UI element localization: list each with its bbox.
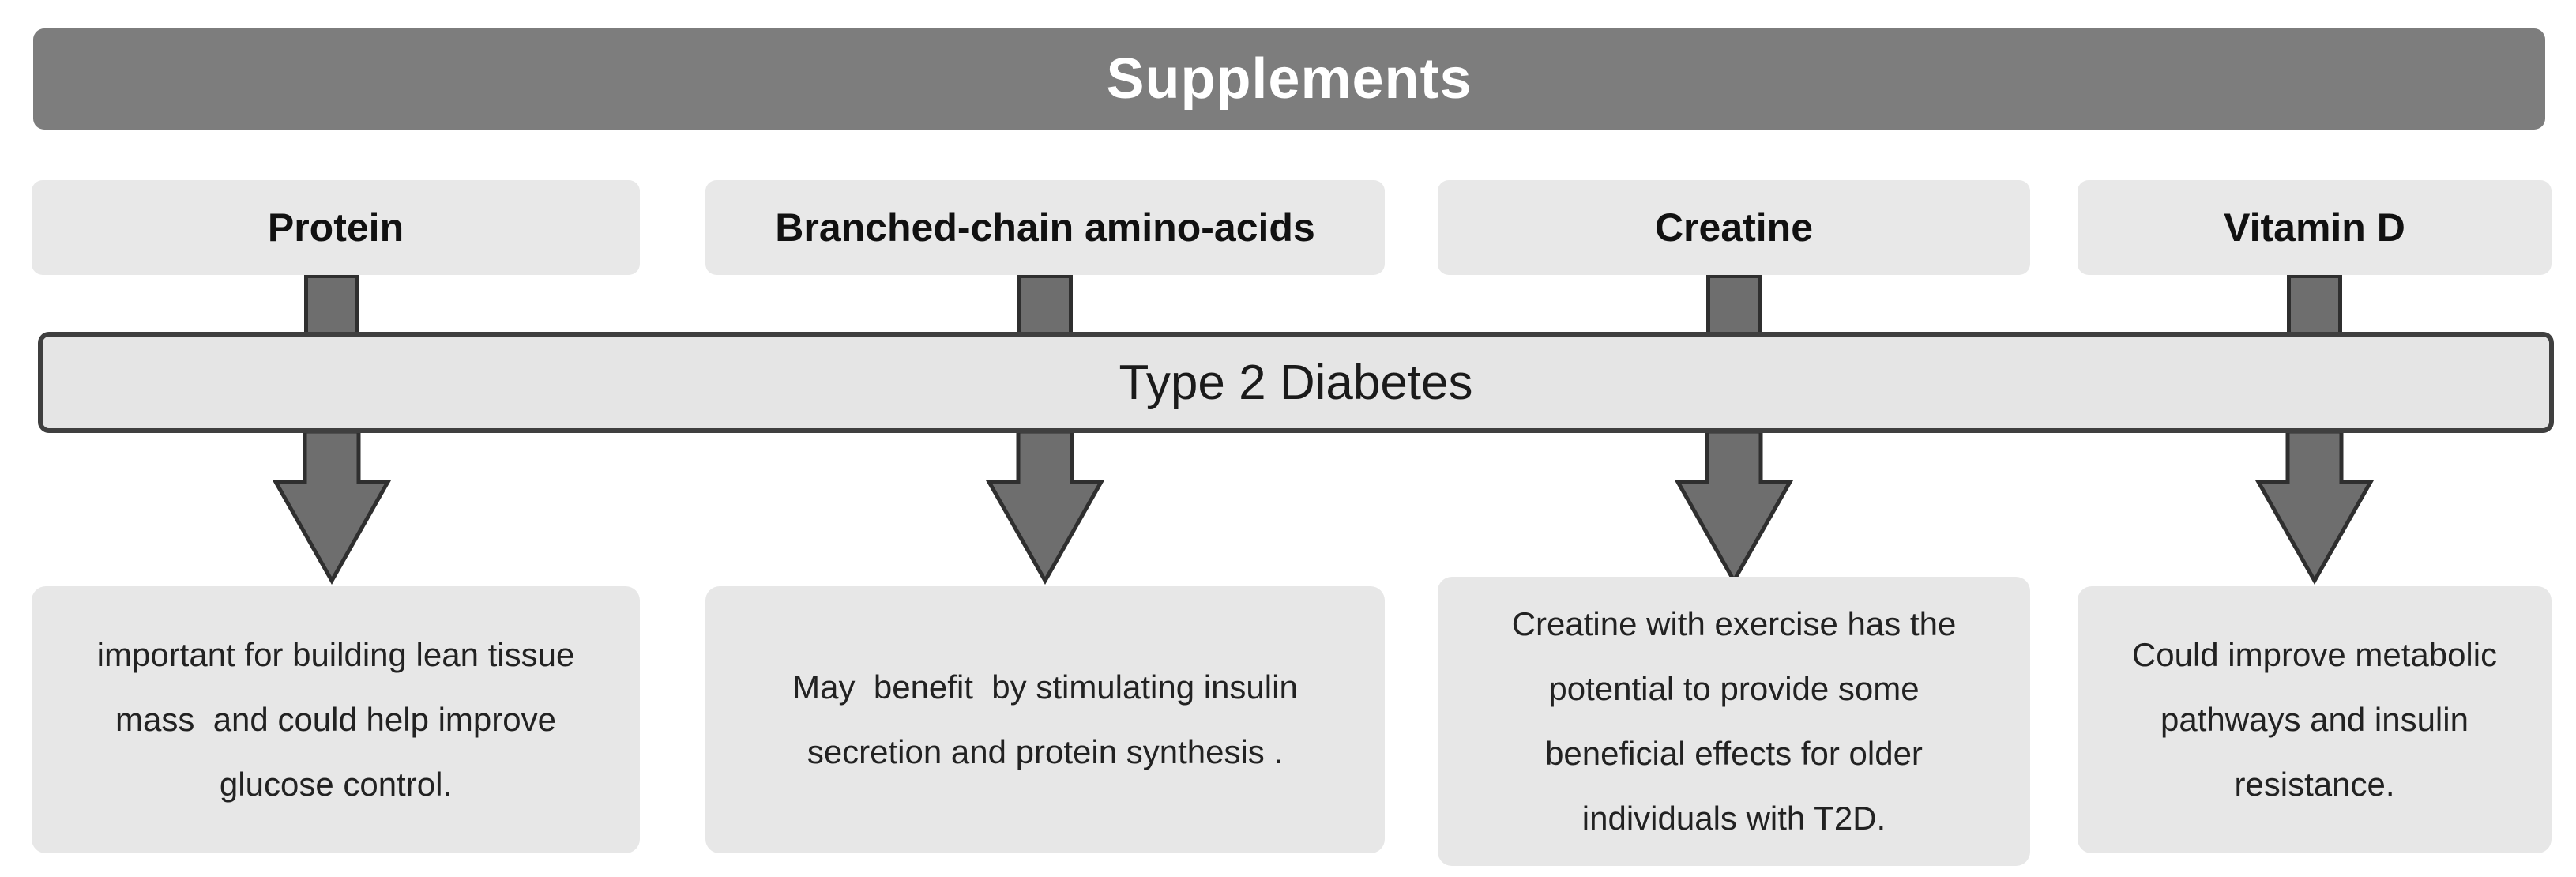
supplement-label-creatine: Creatine — [1654, 205, 1814, 250]
connector-stem-creatine — [1706, 274, 1762, 336]
description-text-protein: important for building lean tissue mass … — [96, 636, 575, 803]
description-box-protein: important for building lean tissue mass … — [32, 586, 640, 853]
description-text-bcaa: May benefit by stimulating insulin secre… — [792, 668, 1298, 770]
supplement-label-vitamin-d: Vitamin D — [2224, 205, 2405, 250]
description-box-creatine: Creatine with exercise has the potential… — [1438, 577, 2030, 866]
connector-stem-protein — [304, 274, 359, 336]
header-bar: Supplements — [33, 28, 2545, 130]
type-2-diabetes-label: Type 2 Diabetes — [1119, 355, 1473, 410]
description-text-vitamin-d: Could improve metabolic pathways and ins… — [2131, 636, 2498, 803]
description-box-bcaa: May benefit by stimulating insulin secre… — [705, 586, 1385, 853]
supplement-box-bcaa: Branched-chain amino-acids — [705, 180, 1385, 275]
down-arrow-icon — [1674, 429, 1794, 585]
connector-stem-vitamin-d — [2287, 274, 2342, 336]
supplement-box-creatine: Creatine — [1438, 180, 2030, 275]
header-title: Supplements — [1106, 47, 1472, 111]
description-box-vitamin-d: Could improve metabolic pathways and ins… — [2078, 586, 2552, 853]
down-arrow-icon — [2254, 429, 2375, 585]
supplement-box-protein: Protein — [32, 180, 640, 275]
type-2-diabetes-bar: Type 2 Diabetes — [38, 332, 2554, 433]
down-arrow-icon — [985, 429, 1105, 585]
supplement-label-protein: Protein — [267, 205, 404, 250]
down-arrow-icon — [272, 429, 392, 585]
supplement-box-vitamin-d: Vitamin D — [2078, 180, 2552, 275]
description-text-creatine: Creatine with exercise has the potential… — [1511, 605, 1957, 837]
supplement-label-bcaa: Branched-chain amino-acids — [775, 205, 1315, 250]
connector-stem-bcaa — [1017, 274, 1073, 336]
